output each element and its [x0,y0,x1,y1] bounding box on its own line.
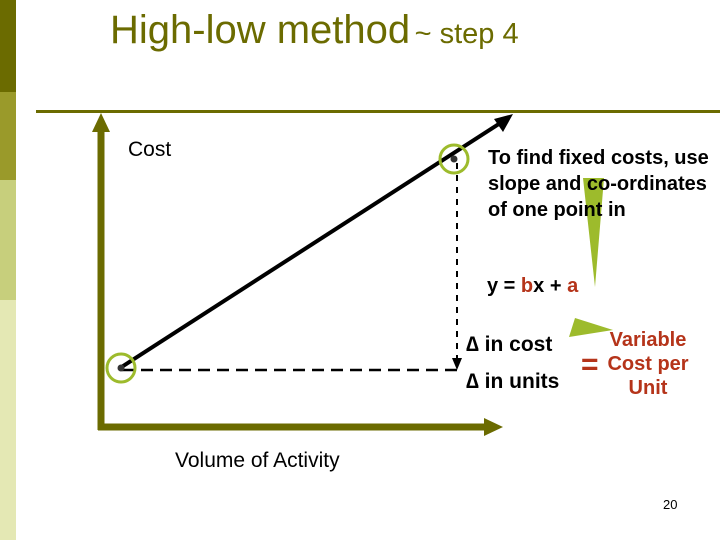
formula-denominator: ∆ in units [466,370,560,393]
title-sub: ~ step 4 [414,18,519,50]
equation-lhs: y = [487,275,521,297]
page-number: 20 [663,497,678,512]
y-axis-arrowhead [92,113,110,132]
high-point-dot [450,155,458,163]
pointer-from-formula [569,318,613,337]
sidebar-segment [0,0,16,92]
sidebar-segment [0,92,16,180]
title-main: High-low method [110,8,411,52]
low-point-marker [105,352,137,384]
equation-a: a [567,275,579,297]
formula-equals: = [581,348,599,381]
fixed-cost-note: To find fixed costs, use slope and co-or… [488,147,709,221]
sidebar-stripe [0,0,16,540]
title-divider [36,110,720,113]
equation-x: x + [533,275,568,297]
vertical-dashed-arrowhead [452,358,462,370]
y-axis-label: Cost [128,138,172,161]
variable-cost-label: Variable Cost per Unit [607,329,689,399]
low-point-dot [117,364,125,372]
high-point-marker [438,143,470,175]
equation-b: b [520,275,534,297]
x-axis-label: Volume of Activity [175,449,340,472]
pointer-to-a [583,178,604,287]
linear-equation: y = bx + a [487,275,578,298]
sidebar-segment [0,180,16,300]
x-axis-arrowhead [484,418,503,436]
cost-line-arrowhead [494,114,513,132]
cost-line [118,118,507,370]
sidebar-segment [0,300,16,540]
formula-numerator: ∆ in cost [466,333,553,356]
slide-title: High-low method ~ step 4 [110,8,519,53]
